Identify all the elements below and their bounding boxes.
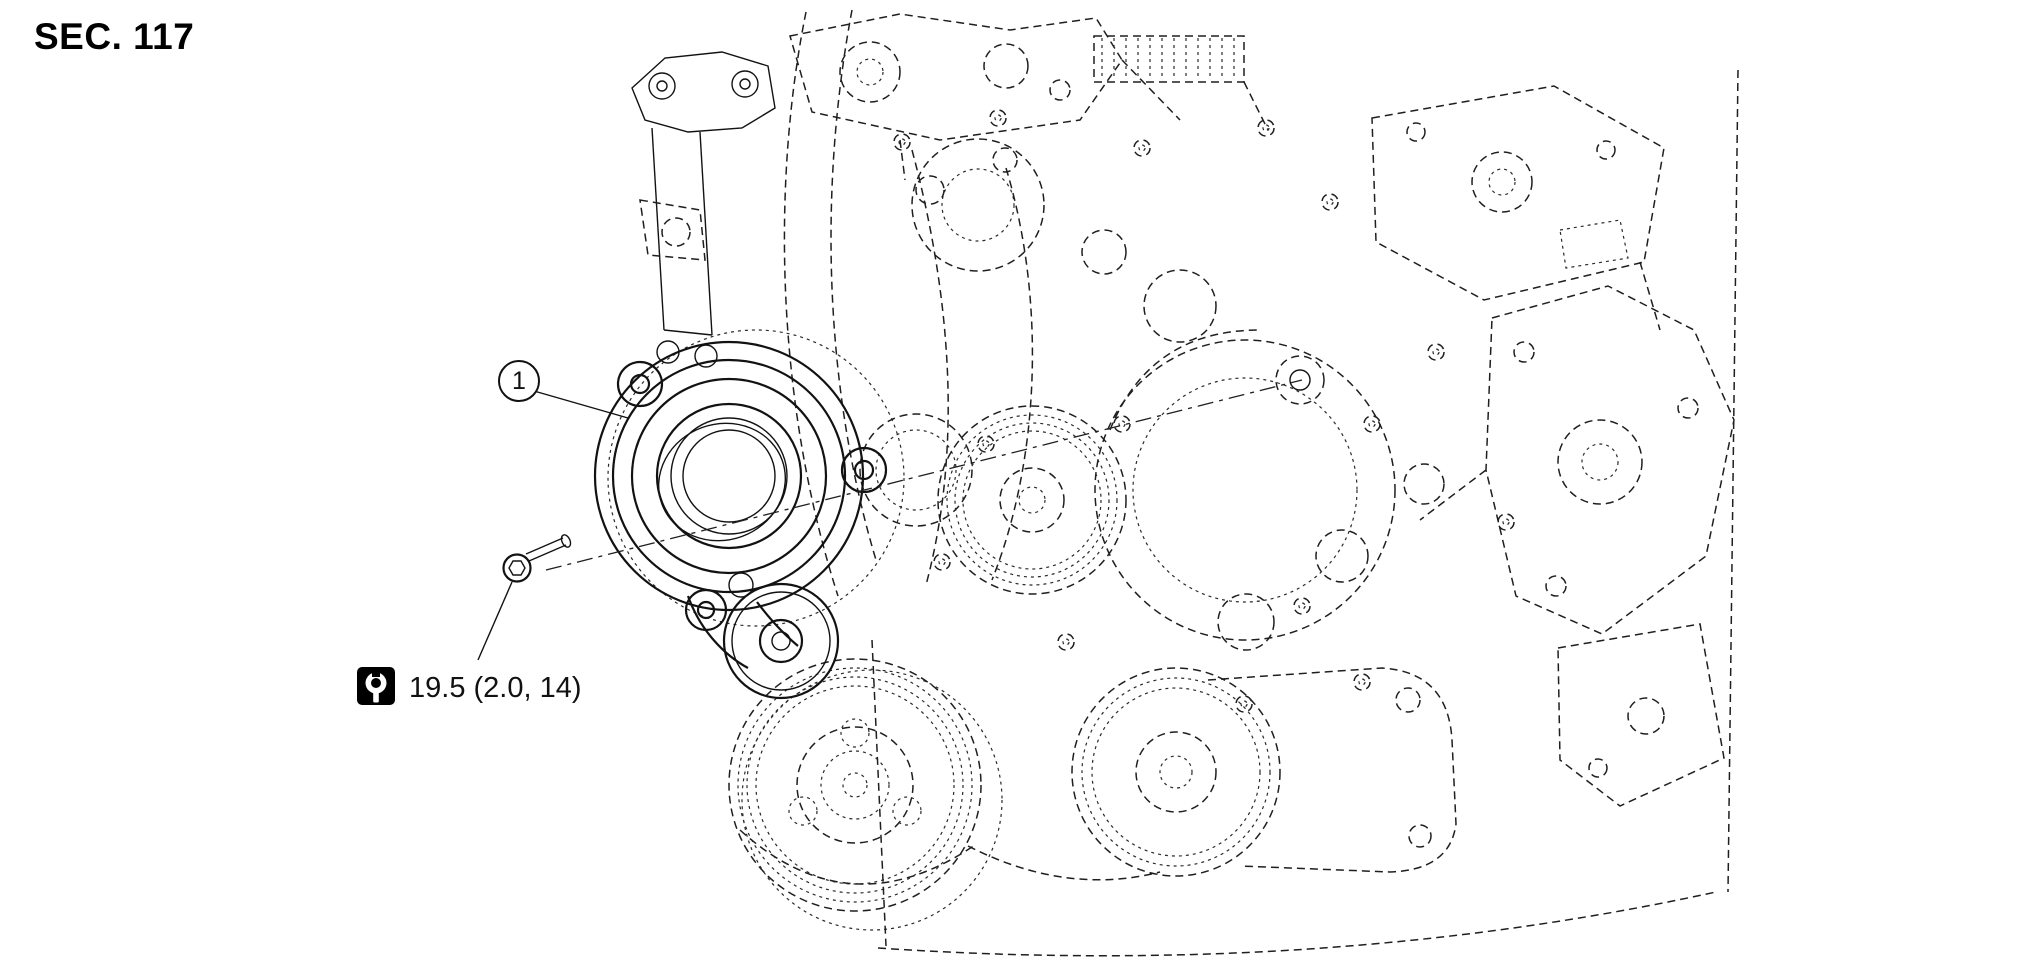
bolt-heads xyxy=(893,109,1515,713)
tensioner-flange xyxy=(593,340,888,632)
callout-leader-line xyxy=(533,390,629,419)
tensioner-arm xyxy=(686,572,799,669)
bolt-axis-centerline xyxy=(545,379,1303,571)
mount-bracket xyxy=(631,51,776,368)
callout-1-number: 1 xyxy=(512,366,526,395)
tensioner-bolt xyxy=(502,534,572,583)
tensioner-pulley xyxy=(722,582,840,700)
ribbed-connector xyxy=(1093,35,1245,83)
torque-spec: 19.5 (2.0, 14) xyxy=(356,666,582,711)
torque-value: 19.5 (2.0, 14) xyxy=(409,672,582,704)
callout-1: 1 xyxy=(498,360,540,402)
section-label: SEC. 117 xyxy=(34,16,195,57)
upper-right-casting xyxy=(1121,59,1665,331)
torque-leader-line xyxy=(477,581,513,661)
crank-pulley xyxy=(728,658,1003,931)
ac-compressor xyxy=(967,667,1457,881)
idler-pulley xyxy=(937,405,1127,595)
side-bracket-upper xyxy=(1485,285,1735,635)
wrench-icon xyxy=(356,666,396,711)
engine-phantom-linework xyxy=(607,9,1739,957)
side-bracket-lower xyxy=(1557,623,1725,807)
tensioner-assembly xyxy=(593,340,888,700)
